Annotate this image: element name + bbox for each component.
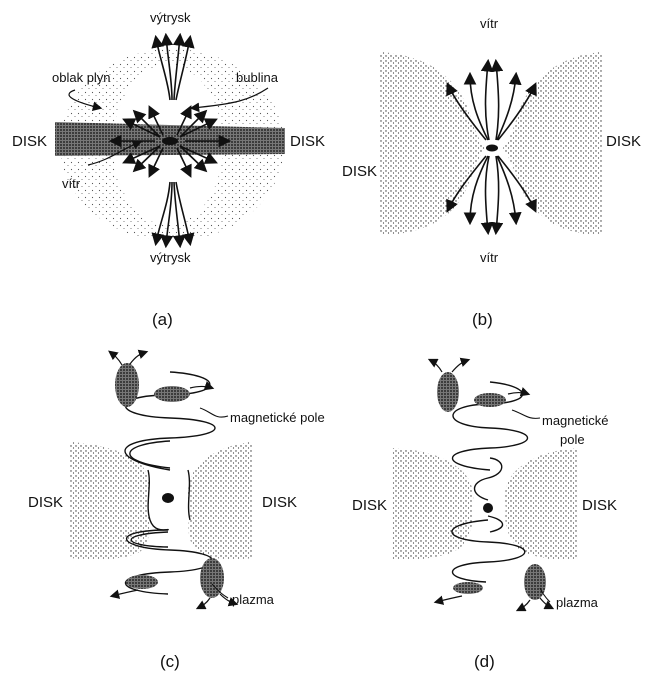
label-plasma-c: plazma xyxy=(232,592,275,607)
label-disk-left-d: DISK xyxy=(352,497,387,514)
label-jet-top: výtrysk xyxy=(150,10,191,25)
label-disk-right-a: DISK xyxy=(290,133,325,150)
label-wind-a: vítr xyxy=(62,176,81,191)
label-disk-left-a: DISK xyxy=(12,133,47,150)
plasma-blob-c1 xyxy=(115,363,139,407)
disk-right-c xyxy=(188,442,252,560)
central-object-d xyxy=(483,503,493,513)
caption-a: (a) xyxy=(152,310,173,329)
disk-left-b xyxy=(380,52,485,235)
panel-a: výtrysk výtrysk oblak plyn bublina DISK … xyxy=(12,10,325,329)
plasma-blob-d2 xyxy=(474,393,506,407)
plasma-blob-d1 xyxy=(437,372,459,412)
flow-arrows-d xyxy=(427,357,555,612)
label-gas-cloud: oblak plyn xyxy=(52,70,111,85)
bubble-leader xyxy=(189,87,269,113)
plasma-blob-d4 xyxy=(453,582,483,594)
gas-cloud-leader xyxy=(68,89,103,111)
label-magnetic-field-c: magnetické pole xyxy=(230,410,325,425)
label-disk-right-c: DISK xyxy=(262,494,297,511)
label-jet-bottom: výtrysk xyxy=(150,250,191,265)
label-disk-left-c: DISK xyxy=(28,494,63,511)
label-magnetic-field-d2: pole xyxy=(560,432,585,447)
plasma-leader-d xyxy=(539,587,551,603)
disk-left-d xyxy=(392,448,474,560)
jet-top xyxy=(151,32,195,101)
central-object-c xyxy=(162,493,174,503)
plasma-blob-c4 xyxy=(126,575,158,589)
disk-right-d xyxy=(504,448,578,560)
field-leader-d xyxy=(511,409,541,419)
plasma-leader-c xyxy=(211,583,229,599)
caption-d: (d) xyxy=(474,652,495,671)
plasma-blob-c3 xyxy=(200,558,224,598)
label-disk-right-b: DISK xyxy=(606,133,641,150)
field-leader-c xyxy=(199,407,229,418)
panel-b: vítr vítr DISK DISK (b) xyxy=(342,16,641,329)
plasma-blob-c2 xyxy=(154,386,190,402)
label-wind-top-b: vítr xyxy=(480,16,499,31)
flow-arrows-c xyxy=(108,349,239,610)
panel-d: magnetické pole plazma DISK DISK (d) xyxy=(352,357,617,671)
disk-left-c xyxy=(70,442,150,560)
central-object-b xyxy=(486,144,498,152)
panel-c: magnetické pole plazma DISK DISK (c) xyxy=(28,349,325,671)
plasma-blob-d3 xyxy=(524,564,546,600)
central-object xyxy=(162,137,178,145)
label-disk-right-d: DISK xyxy=(582,497,617,514)
label-magnetic-field-d1: magnetické xyxy=(542,413,608,428)
label-plasma-d: plazma xyxy=(556,595,599,610)
label-bubble: bublina xyxy=(236,70,279,85)
disk-right-b xyxy=(503,52,602,235)
wind-leader xyxy=(87,140,143,166)
jet-bottom xyxy=(151,181,195,249)
label-disk-left-b: DISK xyxy=(342,163,377,180)
wind-arrows-b xyxy=(446,58,537,236)
caption-c: (c) xyxy=(160,652,180,671)
caption-b: (b) xyxy=(472,310,493,329)
magnetic-helix-d xyxy=(451,381,528,583)
label-wind-bottom-b: vítr xyxy=(480,250,499,265)
